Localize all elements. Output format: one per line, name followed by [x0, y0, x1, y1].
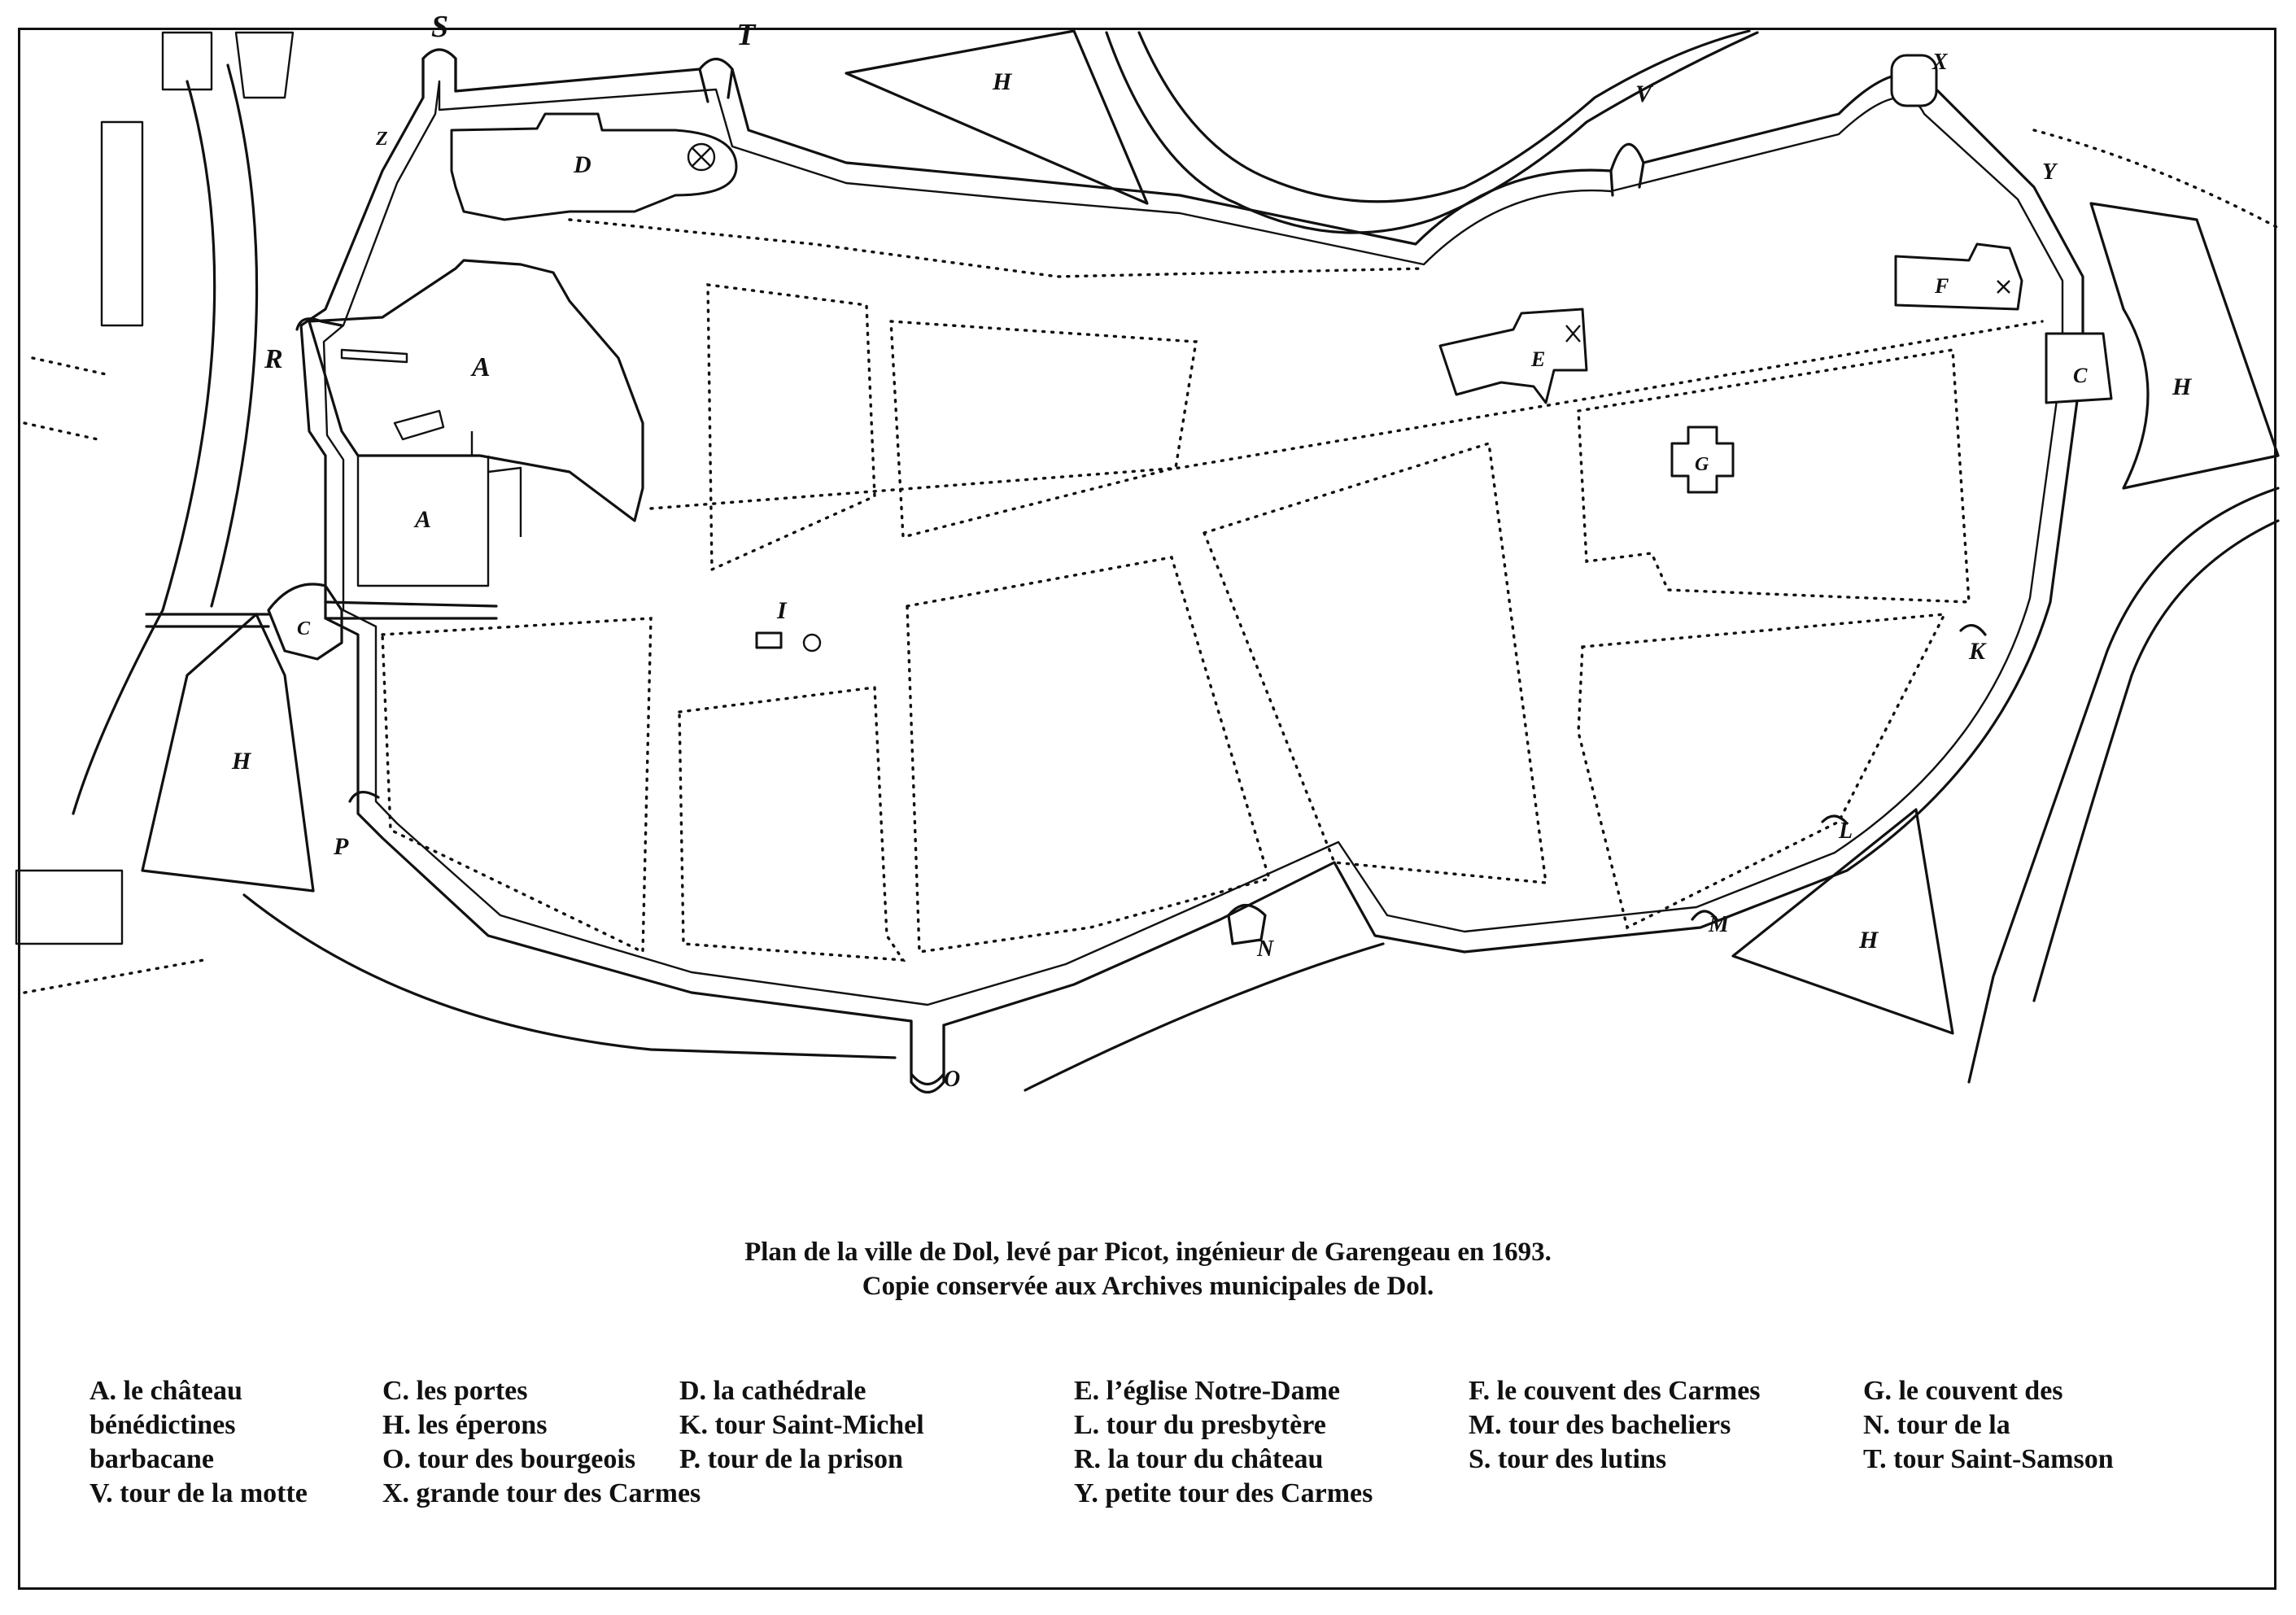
caption-line-1: Plan de la ville de Dol, levé par Picot,…	[744, 1237, 1552, 1267]
outer-houses	[15, 31, 295, 945]
label-n: N	[1256, 936, 1275, 962]
legend-item: C. les portes	[382, 1376, 528, 1406]
label-a-top: A	[470, 352, 491, 382]
eperon-h-left	[141, 613, 315, 893]
legend-item: S. tour des lutins	[1469, 1444, 1667, 1474]
chateau-stairs	[340, 348, 445, 441]
gate-c-left-bridge	[145, 600, 498, 628]
label-o: O	[944, 1067, 960, 1092]
legend-item: G. le couvent des	[1863, 1376, 2063, 1406]
tour-L	[1821, 814, 1849, 825]
cathedrale-cross	[687, 142, 716, 172]
moat-top	[1105, 31, 1759, 234]
eperon-h-right	[2089, 202, 2280, 490]
parcel-4	[1202, 441, 1547, 884]
eglise-notre-dame	[1438, 308, 1588, 404]
tour-K	[1959, 624, 1987, 636]
tour-M	[1691, 910, 1718, 921]
legend-item: K. tour Saint-Michel	[679, 1410, 924, 1440]
couvent-carmes	[1894, 242, 2023, 311]
outer-dotted	[23, 129, 2280, 994]
label-d: D	[573, 151, 591, 178]
label-g: G	[1695, 454, 1709, 475]
legend-item: V. tour de la motte	[89, 1478, 308, 1508]
city-wall-inner	[322, 80, 2064, 1006]
label-h-left: H	[231, 748, 252, 775]
moat-bottom	[242, 893, 1385, 1092]
legend-item: T. tour Saint-Samson	[1863, 1444, 2114, 1474]
street-dotted-b	[568, 218, 1425, 278]
building-i-rect	[755, 631, 783, 649]
legend-item: P. tour de la prison	[679, 1444, 903, 1474]
moat-left	[72, 63, 259, 815]
map-legend: A. le château bénédictines barbacane V. …	[89, 1375, 2254, 1538]
label-m: M	[1708, 912, 1730, 937]
tour-N	[1227, 903, 1267, 945]
label-v: V	[1635, 81, 1654, 107]
gate-c-left	[267, 583, 343, 661]
parcel-5	[1577, 348, 1971, 604]
building-i-circle	[802, 633, 822, 653]
label-c-left: C	[297, 618, 311, 639]
cathedrale	[450, 112, 738, 221]
street-dotted-a	[649, 320, 2044, 510]
parcel-6	[1577, 613, 1947, 930]
label-h-bottom: H	[1858, 927, 1879, 954]
tour-P	[348, 791, 380, 803]
moat-right	[1967, 487, 2280, 1084]
legend-item: X. grande tour des Carmes	[382, 1478, 701, 1508]
legend-item: F. le couvent des Carmes	[1469, 1376, 1761, 1406]
couvent-benedictines	[1670, 426, 1735, 494]
eperon-h-top	[845, 29, 1149, 205]
label-e: E	[1530, 347, 1545, 371]
legend-item: R. la tour du château	[1074, 1444, 1324, 1474]
legend-item: H. les éperons	[382, 1410, 548, 1440]
parcel-7	[678, 686, 906, 962]
parcel-3	[906, 556, 1272, 954]
label-h-top: H	[992, 68, 1013, 95]
legend-item: M. tour des bacheliers	[1469, 1410, 1731, 1440]
map-caption: Plan de la ville de Dol, levé par Picot,…	[0, 1235, 2296, 1303]
legend-item: A. le château	[89, 1376, 242, 1406]
tour-S	[421, 57, 457, 99]
label-z: Z	[375, 129, 388, 150]
label-l: L	[1838, 818, 1853, 844]
label-y: Y	[2042, 159, 2058, 185]
label-s: S	[431, 10, 448, 44]
label-r: R	[264, 344, 283, 374]
legend-item: Y. petite tour des Carmes	[1074, 1478, 1373, 1508]
label-p: P	[333, 833, 349, 860]
city-plan-map: S T Z D H V X Y F C H E G R A A C I H P …	[15, 10, 2280, 1094]
tour-T	[698, 68, 734, 103]
tour-X	[1890, 54, 1938, 107]
moat-top-2	[1137, 29, 1751, 203]
legend-item: N. tour de la	[1863, 1410, 2010, 1440]
legend-item: E. l’église Notre-Dame	[1074, 1376, 1340, 1406]
chateau-inner	[356, 431, 522, 587]
label-x: X	[1932, 50, 1949, 75]
label-a-bottom: A	[413, 506, 431, 533]
parcel-8	[381, 617, 653, 954]
caption-line-2: Copie conservée aux Archives municipales…	[862, 1272, 1434, 1301]
tour-V	[1609, 161, 1645, 197]
label-c-right: C	[2073, 364, 2088, 387]
label-t: T	[736, 18, 757, 52]
label-k: K	[1968, 638, 1987, 665]
label-h-right: H	[2172, 373, 2193, 400]
gate-c-right	[2045, 332, 2113, 404]
legend-item: O. tour des bourgeois	[382, 1444, 636, 1474]
map-frame	[18, 28, 2276, 1590]
label-i: I	[776, 597, 788, 624]
parcel-2	[889, 320, 1198, 539]
legend-item: D. la cathédrale	[679, 1376, 866, 1406]
tour-O	[910, 1019, 945, 1094]
eperon-h-bottom	[1731, 808, 1954, 1035]
label-f: F	[1934, 274, 1949, 298]
legend-item: L. tour du presbytère	[1074, 1410, 1326, 1440]
legend-item: barbacane	[89, 1444, 214, 1474]
chateau	[308, 259, 644, 522]
parcel-1	[706, 283, 876, 572]
legend-item: bénédictines	[89, 1410, 236, 1440]
